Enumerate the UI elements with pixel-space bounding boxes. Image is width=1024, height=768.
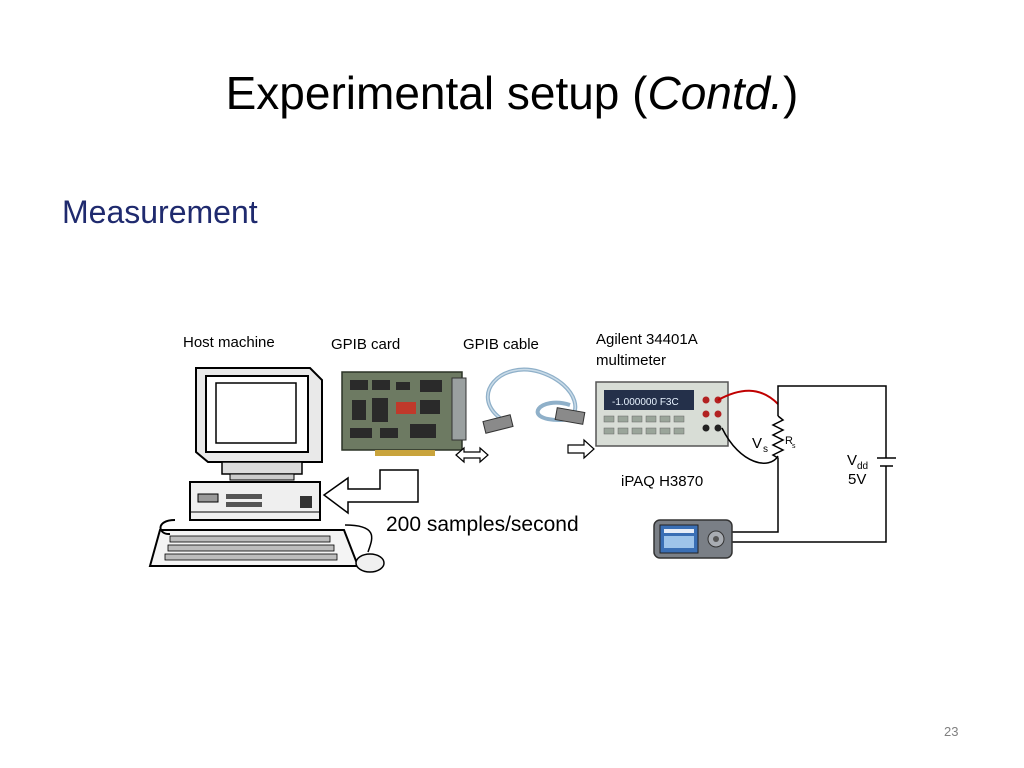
host-computer-icon — [148, 367, 385, 573]
sample-rate-label: 200 samples/second — [386, 513, 579, 536]
gpib-card-label: GPIB card — [331, 336, 401, 353]
host-machine-label: Host machine — [183, 334, 275, 351]
vdd-label: V dd — [847, 452, 868, 472]
multimeter-label-line2: multimeter — [596, 352, 667, 369]
red-probe-wire — [717, 389, 779, 405]
svg-text:s: s — [763, 444, 768, 455]
multimeter-label: Agilent 34401A multimeter — [596, 329, 698, 371]
link-arrow-card-cable — [455, 446, 489, 464]
slide-number: 23 — [944, 724, 959, 739]
multimeter-icon: -1.000000 F3C — [595, 381, 729, 447]
data-flow-arrow-to-host — [322, 469, 419, 515]
rs-label: R s — [785, 435, 796, 450]
power-circuit — [732, 385, 896, 543]
svg-text:V: V — [752, 435, 762, 452]
svg-text:R: R — [785, 435, 793, 447]
multimeter-display-text: -1.000000 F3C — [612, 397, 679, 408]
svg-text:dd: dd — [857, 461, 868, 472]
link-arrow-cable-meter — [567, 438, 595, 460]
measurement-heading: Measurement — [62, 194, 258, 230]
gpib-cable-icon — [482, 367, 586, 434]
svg-text:s: s — [792, 443, 796, 450]
ipaq-device-icon — [653, 519, 733, 559]
supply-voltage-label: 5V — [848, 471, 866, 488]
gpib-card-icon — [341, 371, 467, 456]
gpib-cable-label: GPIB cable — [463, 336, 539, 353]
black-probe-wire — [721, 427, 779, 464]
ipaq-label: iPAQ H3870 — [621, 473, 704, 490]
vs-label: V s — [752, 435, 768, 455]
multimeter-label-line1: Agilent 34401A — [596, 331, 698, 348]
svg-text:V: V — [847, 452, 857, 469]
slide-title: Experimental setup (Contd.) — [225, 67, 799, 119]
